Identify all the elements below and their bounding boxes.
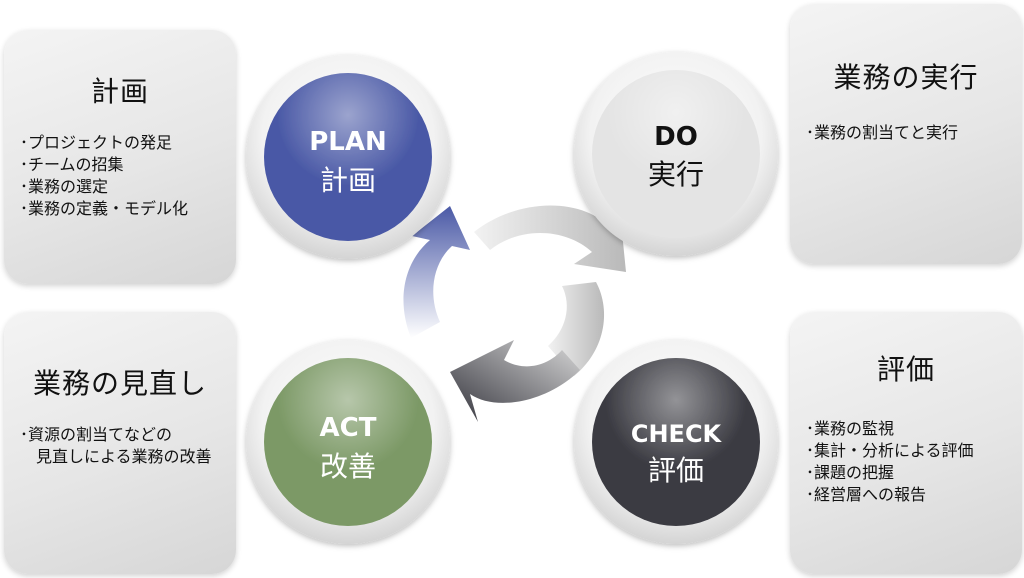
plan-bullet-item: ･業務の定義・モデル化 — [20, 199, 189, 218]
do-bullet-item: ･業務の割当てと実行 — [806, 123, 959, 142]
plan-bullet-item: ･業務の選定 — [20, 177, 109, 196]
plan-box-title: 計画 — [90, 75, 149, 108]
do-label-en: DO — [654, 122, 698, 152]
plan-box: 計画 ･プロジェクトの発足 ･チームの招集 ･業務の選定 ･業務の定義・モデル化 — [4, 30, 236, 284]
act-bullet-item: ･資源の割当てなどの — [20, 425, 173, 444]
check-bullet-item: ･経営層への報告 — [806, 485, 927, 504]
act-label-en: ACT — [320, 413, 377, 443]
plan-label-en: PLAN — [309, 127, 387, 157]
plan-bullet-list: ･プロジェクトの発足 ･チームの招集 ･業務の選定 ･業務の定義・モデル化 — [20, 132, 220, 220]
act-circle-gloss — [264, 358, 432, 526]
plan-circle-gloss — [264, 73, 432, 241]
act-box-title: 業務の見直し — [32, 367, 207, 400]
do-label-ja: 実行 — [648, 158, 704, 191]
check-label-ja: 評価 — [648, 454, 704, 487]
act-bullet-list: ･資源の割当てなどの 見直しによる業務の改善 — [20, 424, 220, 468]
do-circle-gloss — [592, 70, 760, 238]
check-circle — [574, 340, 778, 544]
act-bullet-item: 見直しによる業務の改善 — [20, 447, 212, 466]
dark-arrow-body — [450, 340, 580, 422]
do-box-title: 業務の実行 — [833, 61, 979, 94]
check-box: 評価 ･業務の監視 ･集計・分析による評価 ･課題の把握 ･経営層への報告 — [790, 312, 1022, 574]
check-bullet-item: ･業務の監視 — [806, 419, 895, 438]
plan-label-ja: 計画 — [320, 164, 376, 197]
check-box-title: 評価 — [876, 353, 935, 386]
cycle-arrows — [403, 205, 626, 422]
check-bullet-item: ･集計・分析による評価 — [806, 441, 974, 460]
check-label-en: CHECK — [631, 420, 723, 448]
check-circle-gloss — [592, 358, 760, 526]
check-bullet-list: ･業務の監視 ･集計・分析による評価 ･課題の把握 ･経営層への報告 — [806, 418, 1006, 506]
do-bullet-list: ･業務の割当てと実行 — [806, 122, 1006, 144]
plan-circle — [246, 55, 450, 259]
plan-bullet-item: ･プロジェクトの発足 — [20, 133, 173, 152]
blue-arrow-body — [403, 206, 470, 338]
do-box: 業務の実行 ･業務の割当てと実行 — [790, 4, 1022, 264]
check-bullet-item: ･課題の把握 — [806, 463, 895, 482]
act-label-ja: 改善 — [320, 450, 376, 483]
act-circle — [246, 340, 450, 544]
plan-bullet-item: ･チームの招集 — [20, 155, 124, 174]
do-circle — [574, 52, 778, 256]
light-arrow-body — [474, 205, 626, 272]
act-box: 業務の見直し ･資源の割当てなどの 見直しによる業務の改善 — [4, 312, 236, 574]
